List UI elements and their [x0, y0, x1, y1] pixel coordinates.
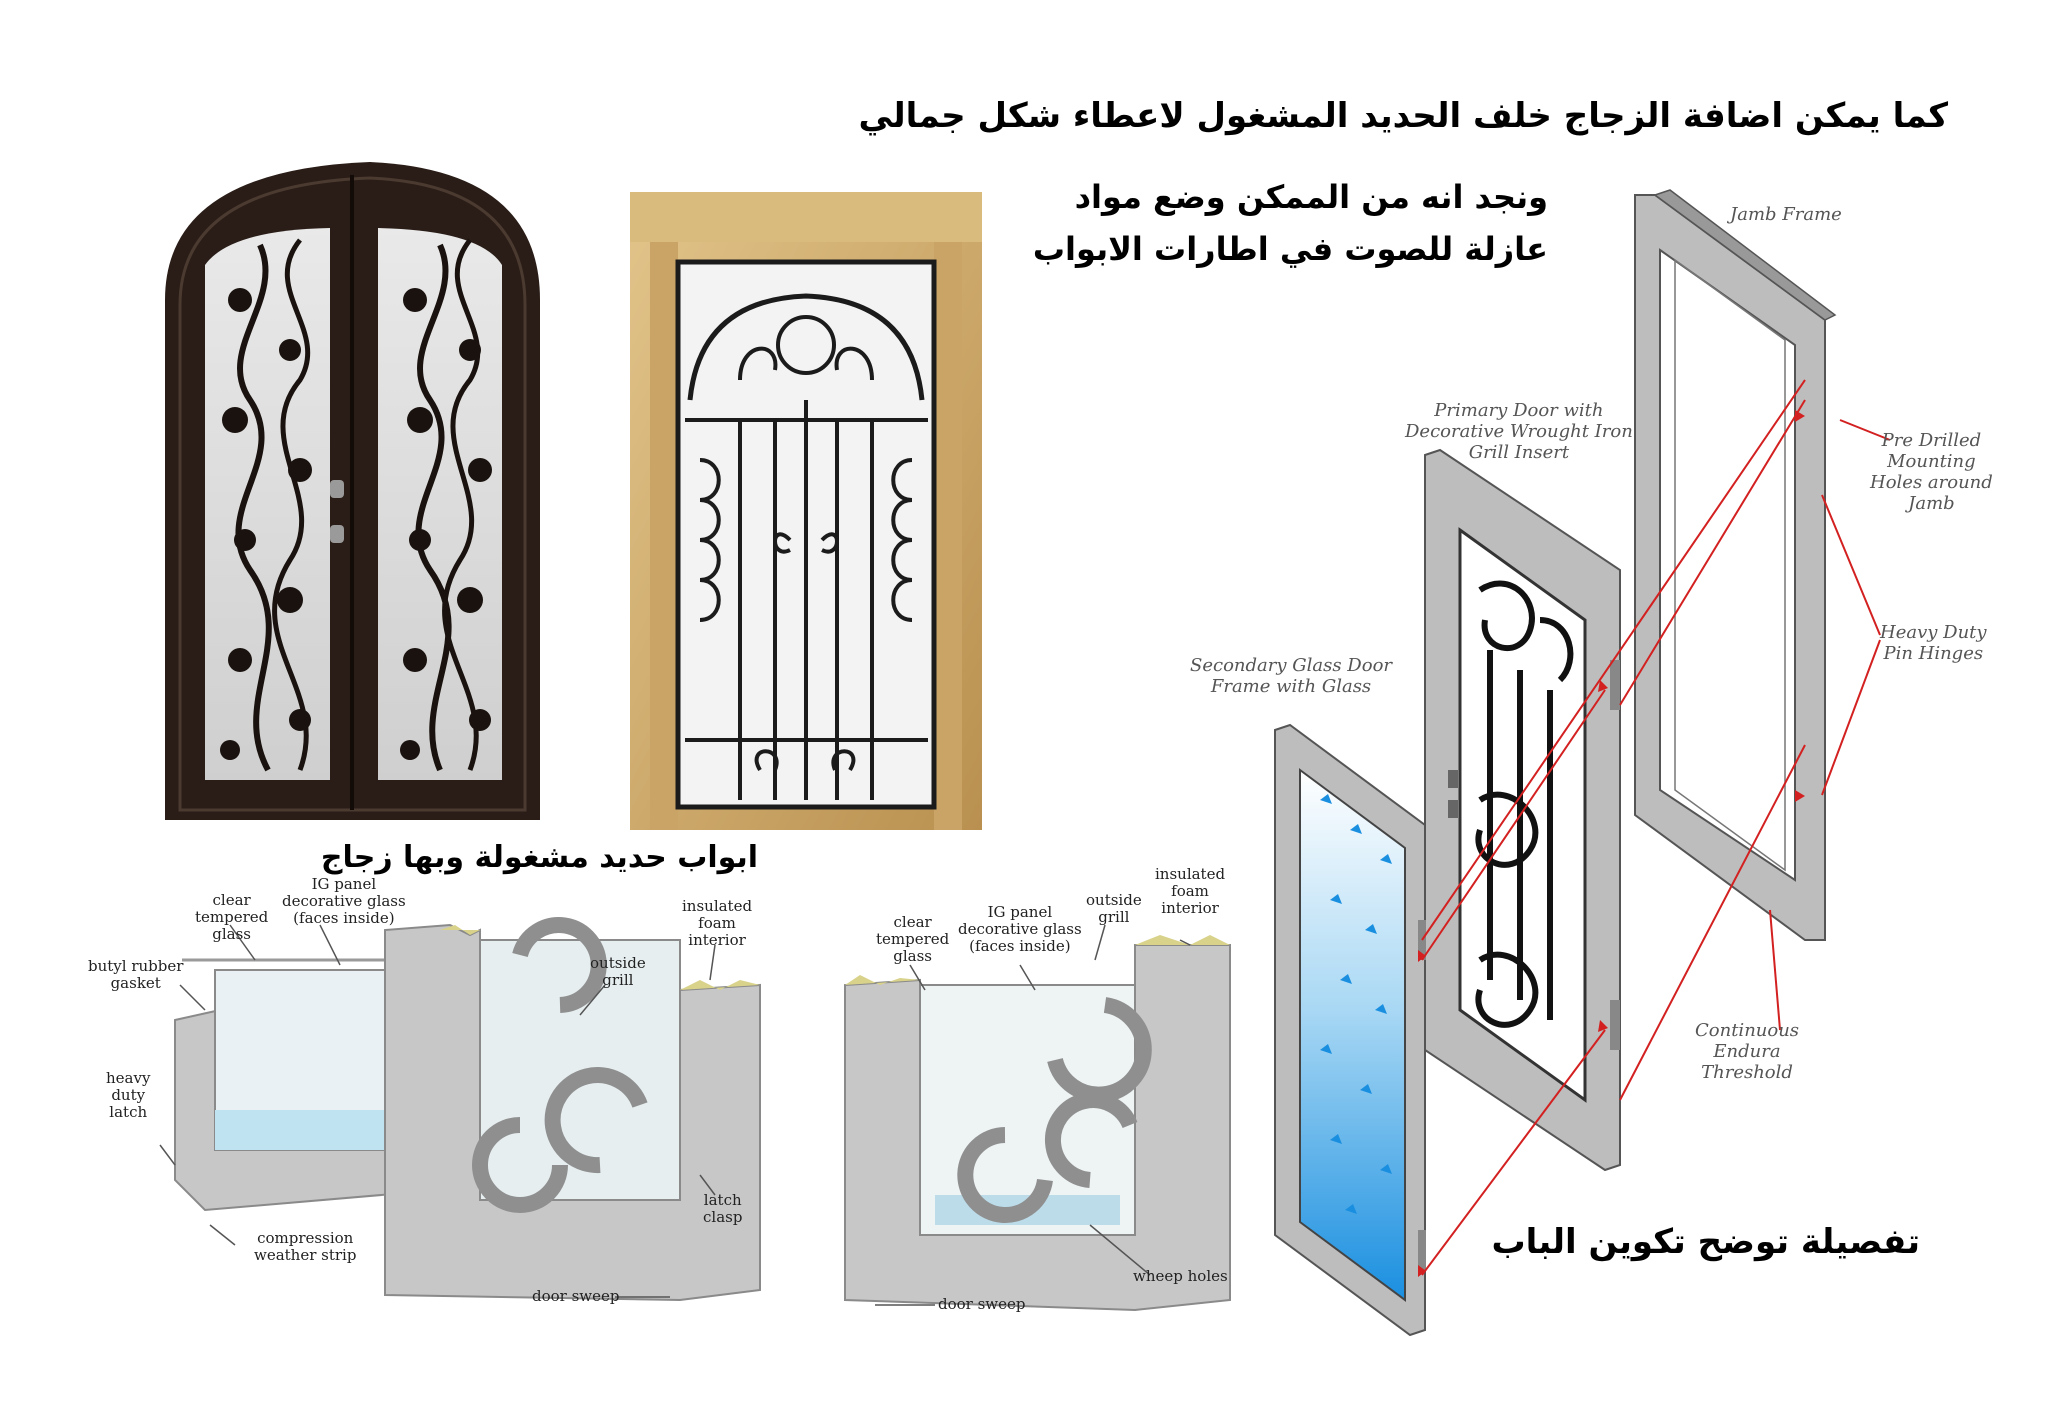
- caption-detail: تفصيلة توضح تكوين الباب: [1491, 1222, 1920, 1262]
- label-threshold: Continuous Endura Threshold: [1695, 1020, 1800, 1083]
- label-left-latch: heavy duty latch: [106, 1069, 151, 1121]
- label-left-compression: compression weather strip: [254, 1229, 357, 1264]
- label-right-clear-glass: clear tempered glass: [876, 913, 950, 965]
- label-left-insulated-foam: insulated foam interior: [682, 897, 753, 949]
- label-right-ig-panel: IG panel decorative glass (faces inside): [958, 903, 1082, 955]
- label-primary-door: Primary Door with Decorative Wrought Iro…: [1405, 400, 1633, 463]
- label-pre-drilled-holes: Pre Drilled Mounting Holes around Jamb: [1870, 430, 1993, 514]
- label-left-latch-clasp: latch clasp: [703, 1191, 743, 1226]
- label-left-ig-panel: IG panel decorative glass (faces inside): [282, 875, 406, 927]
- label-left-butyl: butyl rubber gasket: [88, 957, 184, 992]
- heading-top: كما يمكن اضافة الزجاج خلف الحديد المشغول…: [858, 96, 1948, 136]
- label-right-insulated-foam: insulated foam interior: [1155, 865, 1226, 917]
- label-secondary-door: Secondary Glass Door Frame with Glass: [1190, 655, 1393, 697]
- label-right-wheep-holes: wheep holes: [1133, 1267, 1228, 1285]
- label-pin-hinges: Heavy Duty Pin Hinges: [1880, 622, 1987, 664]
- caption-photos: ابواب حديد مشغولة وبها زجاج: [320, 840, 758, 875]
- label-left-outside-grill: outside grill: [590, 954, 646, 989]
- label-left-door-sweep: door sweep: [532, 1287, 620, 1305]
- label-jamb-frame: Jamb Frame: [1730, 204, 1842, 225]
- heading-sound-line2: عازلة للصوت في اطارات الابواب: [1032, 230, 1548, 268]
- label-right-outside-grill: outside grill: [1086, 891, 1142, 926]
- label-right-door-sweep: door sweep: [938, 1295, 1026, 1313]
- label-left-clear-glass: clear tempered glass: [195, 891, 269, 943]
- heading-sound-line1: ونجد انه من الممكن وضع مواد: [1074, 178, 1548, 216]
